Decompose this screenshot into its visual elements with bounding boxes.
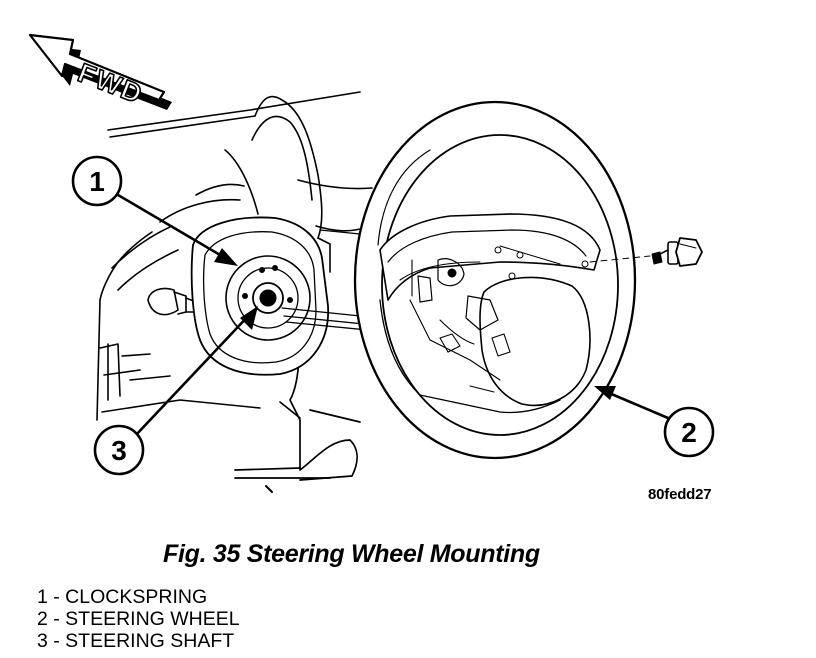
- callout-leaders: [116, 193, 670, 438]
- steering-column: [234, 329, 361, 493]
- callout-arrowheads: [214, 248, 616, 400]
- instrument-panel: [96, 91, 373, 421]
- clockspring: [190, 216, 329, 376]
- steering-wheel: [353, 100, 637, 460]
- retaining-bolt: [589, 237, 703, 267]
- callout-2-number: 2: [681, 417, 697, 448]
- callout-3: 3: [93, 424, 145, 476]
- legend-item-steering-shaft: 3 - STEERING SHAFT: [37, 630, 235, 652]
- callout-1-number: 1: [89, 166, 105, 197]
- callout-3-number: 3: [111, 435, 127, 466]
- callout-2: 2: [663, 406, 715, 458]
- fwd-label: FWD: [74, 58, 148, 110]
- legend-item-clockspring: 1 - CLOCKSPRING: [37, 586, 208, 608]
- figure-caption: Fig. 35 Steering Wheel Mounting: [163, 540, 540, 568]
- figure-id: 80fedd27: [648, 486, 712, 503]
- steering-wheel-illustration: FWD: [28, 33, 715, 493]
- fwd-arrow-icon: FWD: [28, 33, 172, 111]
- callout-1: 1: [71, 155, 123, 207]
- legend: 1 - CLOCKSPRING 2 - STEERING WHEEL 3 - S…: [37, 586, 240, 652]
- legend-item-steering-wheel: 2 - STEERING WHEEL: [37, 608, 240, 630]
